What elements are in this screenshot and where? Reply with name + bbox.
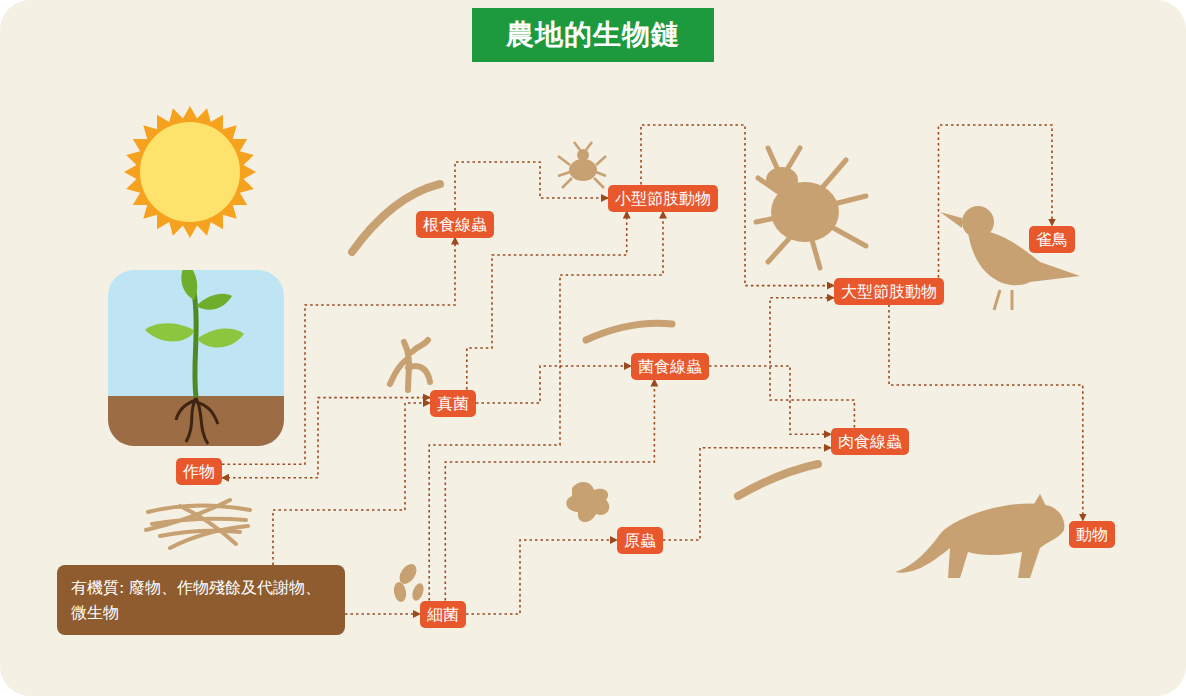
label-box: 大型節肢動物 bbox=[834, 278, 944, 305]
dotted-arrow bbox=[429, 212, 663, 601]
node-text: 動物 bbox=[1076, 524, 1108, 545]
node-text: 根食線蟲 bbox=[423, 214, 487, 235]
sun-rays bbox=[124, 106, 256, 238]
roots bbox=[176, 398, 218, 444]
bacteria-picture-part bbox=[410, 582, 426, 602]
label-box: 原蟲 bbox=[617, 527, 663, 554]
bacteria-picture-part bbox=[392, 581, 407, 603]
dotted-arrow bbox=[467, 212, 627, 390]
node-text: 大型節肢動物 bbox=[841, 281, 937, 302]
leaf bbox=[181, 270, 197, 300]
title-banner: 農地的生物鏈 bbox=[472, 8, 714, 62]
mite-picture-part bbox=[577, 149, 589, 161]
mite-picture bbox=[558, 142, 606, 188]
dotted-arrow bbox=[939, 125, 1053, 278]
label-box: 動物 bbox=[1069, 521, 1115, 548]
label-box: 作物 bbox=[176, 458, 222, 485]
bird-picture-part bbox=[994, 290, 1012, 310]
label-box: 菌食線蟲 bbox=[631, 353, 709, 380]
sun-disc bbox=[140, 122, 240, 222]
leaf bbox=[198, 328, 244, 347]
soil bbox=[108, 396, 284, 446]
dotted-arrow bbox=[889, 305, 1083, 521]
label-box: 真菌 bbox=[430, 390, 476, 417]
bird-picture-part bbox=[940, 212, 962, 228]
mite-picture-part bbox=[569, 159, 597, 181]
node-text: 原蟲 bbox=[624, 530, 656, 551]
fungus-picture bbox=[390, 340, 430, 390]
leaf bbox=[196, 294, 232, 310]
note-box: 有機質: 廢物、作物殘餘及代謝物、微生物 bbox=[57, 565, 345, 635]
node-text: 細菌 bbox=[427, 604, 459, 625]
node-text: 作物 bbox=[183, 461, 215, 482]
sun bbox=[124, 106, 256, 238]
dotted-arrow bbox=[455, 162, 608, 211]
organic-matter-picture-part bbox=[146, 500, 250, 548]
node-text: 雀鳥 bbox=[1036, 229, 1068, 250]
dotted-arrow bbox=[445, 380, 654, 601]
label-box: 肉食線蟲 bbox=[831, 428, 909, 455]
node-text: 有機質: 廢物、作物殘餘及代謝物、微生物 bbox=[71, 575, 331, 625]
dotted-arrow bbox=[476, 366, 631, 403]
label-box: 雀鳥 bbox=[1029, 226, 1075, 253]
large-arthropod-picture bbox=[756, 148, 866, 268]
dotted-arrow bbox=[222, 238, 455, 465]
leaf bbox=[145, 323, 194, 341]
node-text: 菌食線蟲 bbox=[638, 356, 702, 377]
label-box: 細菌 bbox=[420, 601, 466, 628]
organisms bbox=[146, 142, 1080, 603]
organic-matter-picture bbox=[146, 500, 250, 548]
mammal-picture-part bbox=[895, 504, 1064, 578]
sky bbox=[108, 270, 284, 446]
label-box: 根食線蟲 bbox=[416, 211, 494, 238]
mammal-picture bbox=[895, 494, 1064, 578]
protozoa-picture bbox=[566, 482, 609, 522]
dotted-arrow bbox=[663, 448, 831, 540]
crop-picture bbox=[108, 270, 284, 446]
fungus-picture-part bbox=[390, 340, 430, 390]
node-text: 肉食線蟲 bbox=[838, 431, 902, 452]
dotted-arrow bbox=[345, 613, 420, 615]
mite-picture-part bbox=[558, 142, 606, 188]
stem bbox=[194, 292, 196, 398]
dotted-arrow bbox=[466, 540, 617, 614]
predatory-nematode-picture bbox=[738, 464, 818, 496]
node-text: 真菌 bbox=[437, 393, 469, 414]
mammal-picture-part bbox=[1034, 494, 1046, 506]
label-box: 小型節肢動物 bbox=[608, 185, 718, 212]
dotted-arrow bbox=[273, 403, 430, 565]
dotted-arrow bbox=[222, 398, 430, 478]
bird-picture bbox=[940, 206, 1080, 310]
large-arthropod-picture-part bbox=[756, 148, 866, 268]
fungal-nematode-picture bbox=[586, 323, 672, 340]
bacteria-picture bbox=[392, 561, 425, 603]
node-text: 小型節肢動物 bbox=[615, 188, 711, 209]
dotted-arrow bbox=[770, 298, 854, 428]
